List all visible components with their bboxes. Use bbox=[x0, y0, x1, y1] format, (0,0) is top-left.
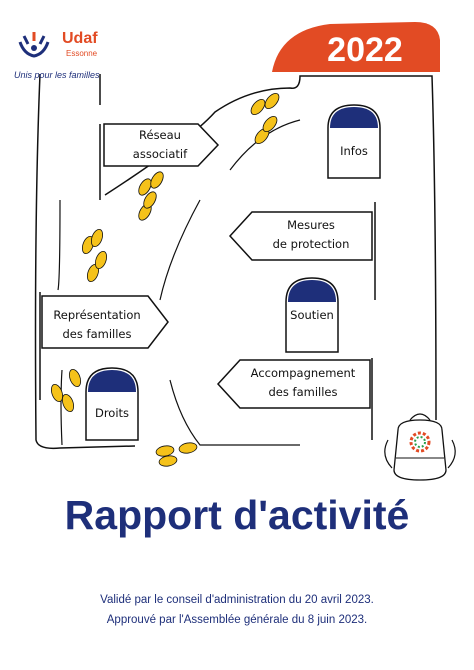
udaf-logo-icon bbox=[18, 32, 50, 58]
footprint bbox=[178, 442, 198, 454]
milestone-infos-cap bbox=[330, 107, 378, 128]
sign-reseau-line1: Réseau bbox=[139, 128, 181, 142]
sign-mesures-shape bbox=[228, 211, 373, 261]
footprint bbox=[90, 228, 104, 248]
footprint bbox=[264, 92, 280, 110]
path-outline bbox=[57, 199, 61, 291]
path-outline bbox=[60, 369, 63, 446]
sign-mesures-line1: Mesures bbox=[287, 218, 335, 232]
sign-accompagnement: Accompagnement des familles bbox=[236, 364, 370, 402]
footprint bbox=[155, 445, 175, 457]
footer-approval: Approuvé par l'Assemblée générale du 8 j… bbox=[106, 614, 368, 626]
sign-mesures-line2: de protection bbox=[272, 237, 350, 251]
sign-reseau: Réseau associatif bbox=[110, 126, 210, 164]
path-outline bbox=[159, 199, 201, 301]
footprint bbox=[250, 98, 266, 116]
footprint bbox=[138, 178, 152, 196]
footprint bbox=[81, 235, 95, 255]
footprint bbox=[143, 191, 157, 209]
sign-accompagnement-line2: des familles bbox=[268, 385, 338, 399]
milestone-droits: Droits bbox=[94, 406, 130, 420]
milestone-soutien: Soutien bbox=[290, 308, 334, 322]
milestone-soutien-cap bbox=[288, 280, 336, 302]
path-outline bbox=[169, 379, 300, 446]
logo-brand: Udaf bbox=[62, 30, 98, 47]
footprint bbox=[68, 368, 82, 388]
milestone-infos: Infos bbox=[340, 144, 368, 158]
footer-validation: Validé par le conseil d'administration d… bbox=[100, 594, 374, 606]
footprint bbox=[158, 455, 178, 467]
sign-reseau-line2: associatif bbox=[132, 147, 188, 161]
logo-region: Essonne bbox=[66, 49, 98, 58]
sign-representation: Représentation des familles bbox=[42, 306, 152, 344]
sign-representation-shape bbox=[41, 295, 169, 349]
sign-reseau-shape bbox=[103, 123, 220, 167]
document-title: Rapport d'activité bbox=[64, 492, 410, 538]
logo-tagline: Unis pour les familles bbox=[14, 70, 100, 80]
year-label: 2022 bbox=[327, 31, 403, 69]
sign-mesures: Mesures de protection bbox=[250, 216, 372, 254]
sign-accompagnement-line1: Accompagnement bbox=[250, 366, 356, 380]
sign-representation-line2: des familles bbox=[62, 327, 132, 341]
sdg-wheel-icon bbox=[409, 431, 431, 453]
footprint bbox=[50, 383, 64, 403]
backpack-icon bbox=[384, 413, 456, 481]
footprint bbox=[150, 171, 164, 189]
footprint bbox=[61, 393, 75, 413]
footprint bbox=[262, 115, 278, 133]
footprint bbox=[94, 250, 108, 270]
footprints bbox=[50, 92, 280, 467]
milestone-droits-cap bbox=[88, 370, 136, 392]
udaf-logo: Udaf Essonne Unis pour les familles bbox=[14, 28, 124, 90]
year-banner bbox=[272, 22, 440, 72]
path-outline bbox=[34, 73, 136, 450]
sign-accompagnement-shape bbox=[216, 359, 371, 409]
sign-representation-line1: Représentation bbox=[53, 308, 141, 322]
